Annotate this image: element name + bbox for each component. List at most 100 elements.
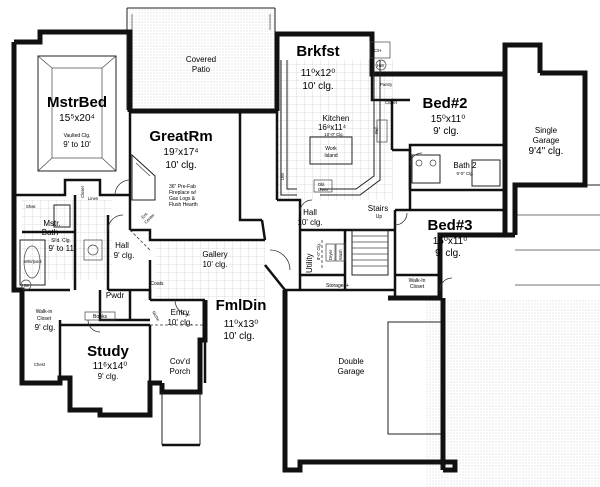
- svg-text:Entry: Entry: [171, 308, 190, 317]
- svg-text:10'-0" Clg.: 10'-0" Clg.: [324, 132, 343, 137]
- svg-text:Garage: Garage: [533, 136, 560, 145]
- room-utility: Utility 8'-0" Clg. Dryer Wash: [305, 243, 346, 273]
- room-walkin-closet-left: Walk-in Closet 9' clg.: [35, 309, 56, 332]
- stair-treads: [351, 229, 389, 276]
- svg-text:19⁷x17⁴: 19⁷x17⁴: [163, 147, 198, 158]
- fireplace-note: 36" Pre-Fab Fireplace w/ Gas Logs & Flus…: [169, 184, 198, 208]
- svg-text:HW: HW: [22, 283, 29, 288]
- svg-text:11⁰x13⁰: 11⁰x13⁰: [224, 319, 259, 330]
- svg-text:10' clg.: 10' clg.: [165, 160, 196, 171]
- svg-text:36" Pre-Fab: 36" Pre-Fab: [169, 184, 196, 190]
- doors: [87, 152, 453, 333]
- svg-text:Coats: Coats: [150, 281, 164, 287]
- svg-text:Walk-in: Walk-in: [36, 309, 53, 315]
- tile-floors: [22, 60, 393, 300]
- driveway: [387, 184, 600, 487]
- svg-text:9'4" clg.: 9'4" clg.: [529, 146, 564, 157]
- svg-text:Patio: Patio: [192, 65, 211, 74]
- svg-text:Mstr.: Mstr.: [43, 219, 60, 228]
- svg-text:Oven: Oven: [318, 187, 329, 192]
- svg-text:Dryer: Dryer: [328, 249, 333, 260]
- dashed-lines: [129, 229, 323, 326]
- svg-text:Bath: Bath: [42, 228, 58, 237]
- room-covered-porch: Cov'd Porch: [170, 357, 191, 376]
- svg-text:Wash: Wash: [338, 249, 343, 260]
- svg-text:Hall: Hall: [303, 208, 317, 217]
- small-labels: Pantry Closet C/H HW HW Ref. Dbl. Oven D…: [20, 41, 398, 367]
- svg-text:9'-0" Clg.: 9'-0" Clg.: [457, 171, 474, 176]
- svg-text:Closet: Closet: [37, 316, 52, 322]
- room-bed3: Bed#3 15⁰x11⁰ 9' clg.: [427, 217, 472, 259]
- svg-text:Vaulted Clg.: Vaulted Clg.: [64, 133, 91, 139]
- svg-text:Bed#2: Bed#2: [422, 95, 467, 112]
- svg-text:Island: Island: [324, 153, 338, 159]
- svg-text:9' to 11': 9' to 11': [49, 244, 76, 253]
- svg-text:Chest: Chest: [34, 362, 46, 367]
- room-bath2: Bath 2 9'-0" Clg.: [453, 161, 477, 176]
- room-covered-patio: Covered Patio: [186, 55, 216, 74]
- room-single-garage: Single Garage 9'4" clg.: [529, 126, 564, 157]
- room-entry: Entry 10' clg.: [167, 308, 192, 327]
- svg-text:10' clg.: 10' clg.: [202, 260, 227, 269]
- svg-text:Flush Hearth: Flush Hearth: [169, 202, 198, 208]
- room-books: Books: [84, 311, 116, 321]
- room-walkin-closet-right: Walk-In Closet: [409, 278, 426, 290]
- room-storage: Storage +: [326, 283, 349, 289]
- fireplace-unit: [131, 153, 156, 201]
- svg-text:Study: Study: [87, 343, 129, 360]
- room-coats: Coats: [150, 281, 164, 287]
- svg-text:Whirlpool: Whirlpool: [24, 259, 42, 264]
- room-kitchen: Kitchen 16⁸x11⁴ 10'-0" Clg. Work Island: [318, 114, 349, 159]
- svg-text:Storage: Storage: [326, 283, 344, 289]
- svg-text:9' to 10': 9' to 10': [63, 140, 91, 149]
- svg-text:9' clg.: 9' clg.: [435, 248, 461, 259]
- svg-text:Pantry: Pantry: [380, 82, 393, 87]
- svg-text:Shwr.: Shwr.: [26, 204, 36, 209]
- svg-text:10' clg.: 10' clg.: [297, 218, 322, 227]
- svg-text:9' clg.: 9' clg.: [35, 323, 56, 332]
- ent-center-label: Ent. Center: [140, 211, 156, 225]
- interior-walls: [14, 74, 505, 383]
- svg-text:Closet: Closet: [410, 284, 425, 290]
- svg-text:Sl'd. Clg.: Sl'd. Clg.: [51, 238, 71, 244]
- svg-text:Linen: Linen: [88, 196, 99, 201]
- svg-text:16⁸x11⁴: 16⁸x11⁴: [318, 123, 347, 132]
- svg-text:Closet: Closet: [80, 185, 85, 198]
- room-master-bath: Mstr. Bath Sl'd. Clg. 9' to 11' Whirlpoo…: [24, 219, 76, 264]
- room-gallery: Gallery 10' clg.: [202, 250, 227, 269]
- svg-text:Covered: Covered: [186, 55, 216, 64]
- svg-text:Closet: Closet: [385, 100, 398, 105]
- bath-fixtures: [19, 154, 501, 286]
- svg-text:Stairs: Stairs: [368, 204, 388, 213]
- svg-text:Bath 2: Bath 2: [453, 161, 477, 170]
- svg-text:Dbl.: Dbl.: [318, 182, 325, 187]
- svg-text:GreatRm: GreatRm: [149, 128, 212, 145]
- svg-text:9' clg.: 9' clg.: [433, 126, 459, 137]
- kitchen-counters: [280, 60, 388, 196]
- svg-text:Porch: Porch: [170, 367, 191, 376]
- svg-text:Utility: Utility: [305, 253, 314, 273]
- room-double-garage: Double Garage: [338, 357, 365, 376]
- svg-text:Kitchen: Kitchen: [323, 114, 350, 123]
- svg-text:HW: HW: [377, 63, 384, 68]
- patio-slab: [126, 7, 276, 111]
- svg-text:10' clg.: 10' clg.: [167, 318, 192, 327]
- svg-text:9' clg.: 9' clg.: [114, 251, 135, 260]
- svg-text:11⁶x14⁰: 11⁶x14⁰: [93, 361, 128, 372]
- svg-text:9' clg.: 9' clg.: [98, 372, 119, 381]
- svg-text:Double: Double: [338, 357, 364, 366]
- master-bed-vault-outline: [37, 55, 117, 172]
- room-great-room: GreatRm 19⁷x17⁴ 10' clg.: [149, 128, 212, 171]
- svg-text:15⁰x11⁰: 15⁰x11⁰: [433, 236, 468, 247]
- svg-text:Up: Up: [376, 214, 383, 220]
- room-breakfast: Brkfst 11⁰x12⁰ 10' clg.: [296, 43, 339, 92]
- svg-text:Single: Single: [535, 126, 558, 135]
- svg-text:Ent.: Ent.: [140, 211, 149, 220]
- room-study: Study 11⁶x14⁰ 9' clg.: [87, 343, 129, 381]
- svg-text:Brkfst: Brkfst: [296, 43, 339, 60]
- room-hall-center: Hall 10' clg.: [297, 208, 322, 227]
- svg-text:+: +: [346, 283, 349, 289]
- svg-text:Gallery: Gallery: [202, 250, 227, 259]
- svg-text:Gas Logs &: Gas Logs &: [169, 196, 196, 202]
